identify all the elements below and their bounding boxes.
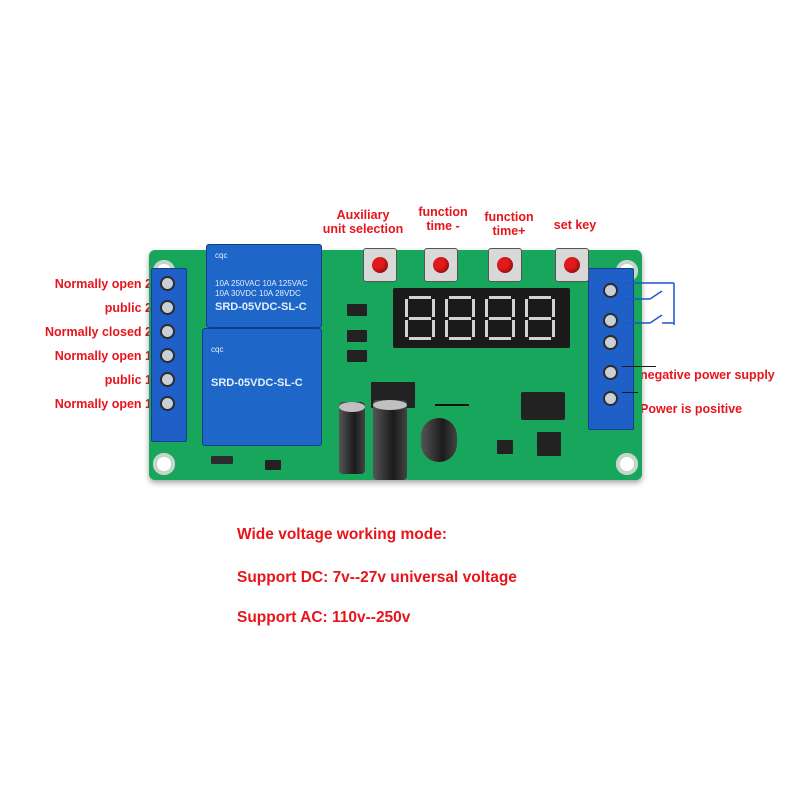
leader-line [622,366,656,367]
label-power-positive: Power is positive [640,402,743,416]
switch-symbol [626,282,675,325]
electrolytic-capacitor [373,400,407,480]
screw-terminal[interactable] [603,391,618,406]
mounting-hole [153,453,175,475]
smd-transistor [347,350,367,362]
relay-2: cqc 10A 250VAC 10A 125VAC 10A 30VDC 10A … [206,244,322,328]
smd-transistor [347,330,367,342]
relay-model: SRD-05VDC-SL-C [211,377,303,389]
set-key-button[interactable] [555,248,589,282]
four-digit-led-display [393,288,570,348]
label-line: time+ [492,224,526,238]
display-digit [405,296,435,340]
label-negative-power-supply: negative power supply [640,368,775,382]
label-line: function [484,210,534,224]
screw-terminal[interactable] [603,365,618,380]
auxiliary-unit-selection-button[interactable] [363,248,397,282]
display-digit [445,296,475,340]
display-digit [525,296,555,340]
relay-timer-board: cqc 10A 250VAC 10A 125VAC 10A 30VDC 10A … [149,244,642,480]
label-function-time-plus: function time+ [474,210,544,238]
bridge-rectifier [537,432,561,456]
label-normally-open-1-a: Normally open 1 [54,349,152,363]
button-cap [433,257,449,273]
label-function-time-minus: function time - [408,205,478,233]
button-cap [372,257,388,273]
label-line: time - [426,219,460,233]
relay-rating: 10A 30VDC 10A 28VDC [215,289,301,298]
info-support-ac: Support AC: 110v--250v [237,609,411,626]
label-public-1: public 1 [104,373,152,387]
mounting-hole [616,453,638,475]
button-cap [497,257,513,273]
relay-brand: cqc [211,345,224,354]
label-set-key: set key [545,218,605,232]
label-public-2: public 2 [104,301,152,315]
screw-terminal[interactable] [603,313,618,328]
label-line: unit selection [322,222,404,236]
function-time-plus-button[interactable] [488,248,522,282]
electrolytic-capacitor [339,402,365,474]
label-line: Auxiliary [336,208,390,222]
label-normally-open-1-b: Normally open 1 [54,397,152,411]
screw-terminal[interactable] [160,300,175,315]
smd-diode [521,392,565,420]
regulator-chip [497,440,513,454]
screw-terminal[interactable] [160,396,175,411]
info-working-mode: Wide voltage working mode: [237,526,447,543]
smd-component [211,456,233,464]
smd-component [265,460,281,470]
relay-1: cqc SRD-05VDC-SL-C [202,328,322,446]
display-digit [485,296,515,340]
label-line: function [418,205,468,219]
function-time-minus-button[interactable] [424,248,458,282]
screw-terminal[interactable] [160,372,175,387]
inductor-coil [421,418,457,462]
screw-terminal[interactable] [603,335,618,350]
screw-terminal[interactable] [160,276,175,291]
label-auxiliary-unit-selection: Auxiliary unit selection [318,208,408,236]
screw-terminal[interactable] [160,348,175,363]
button-cap [564,257,580,273]
right-terminal-block [588,268,634,430]
screw-terminal[interactable] [603,283,618,298]
leader-line [622,392,638,393]
screw-terminal[interactable] [160,324,175,339]
label-normally-open-2: Normally open 2 [54,277,152,291]
label-line: set key [553,218,597,232]
relay-brand: cqc [215,251,228,260]
info-support-dc: Support DC: 7v--27v universal voltage [237,569,517,586]
label-normally-closed-2: Normally closed 2 [45,325,152,339]
smd-transistor [347,304,367,316]
relay-rating: 10A 250VAC 10A 125VAC [215,279,308,288]
left-terminal-block [151,268,187,442]
relay-model: SRD-05VDC-SL-C [215,301,307,313]
silkscreen-mark [435,404,469,406]
